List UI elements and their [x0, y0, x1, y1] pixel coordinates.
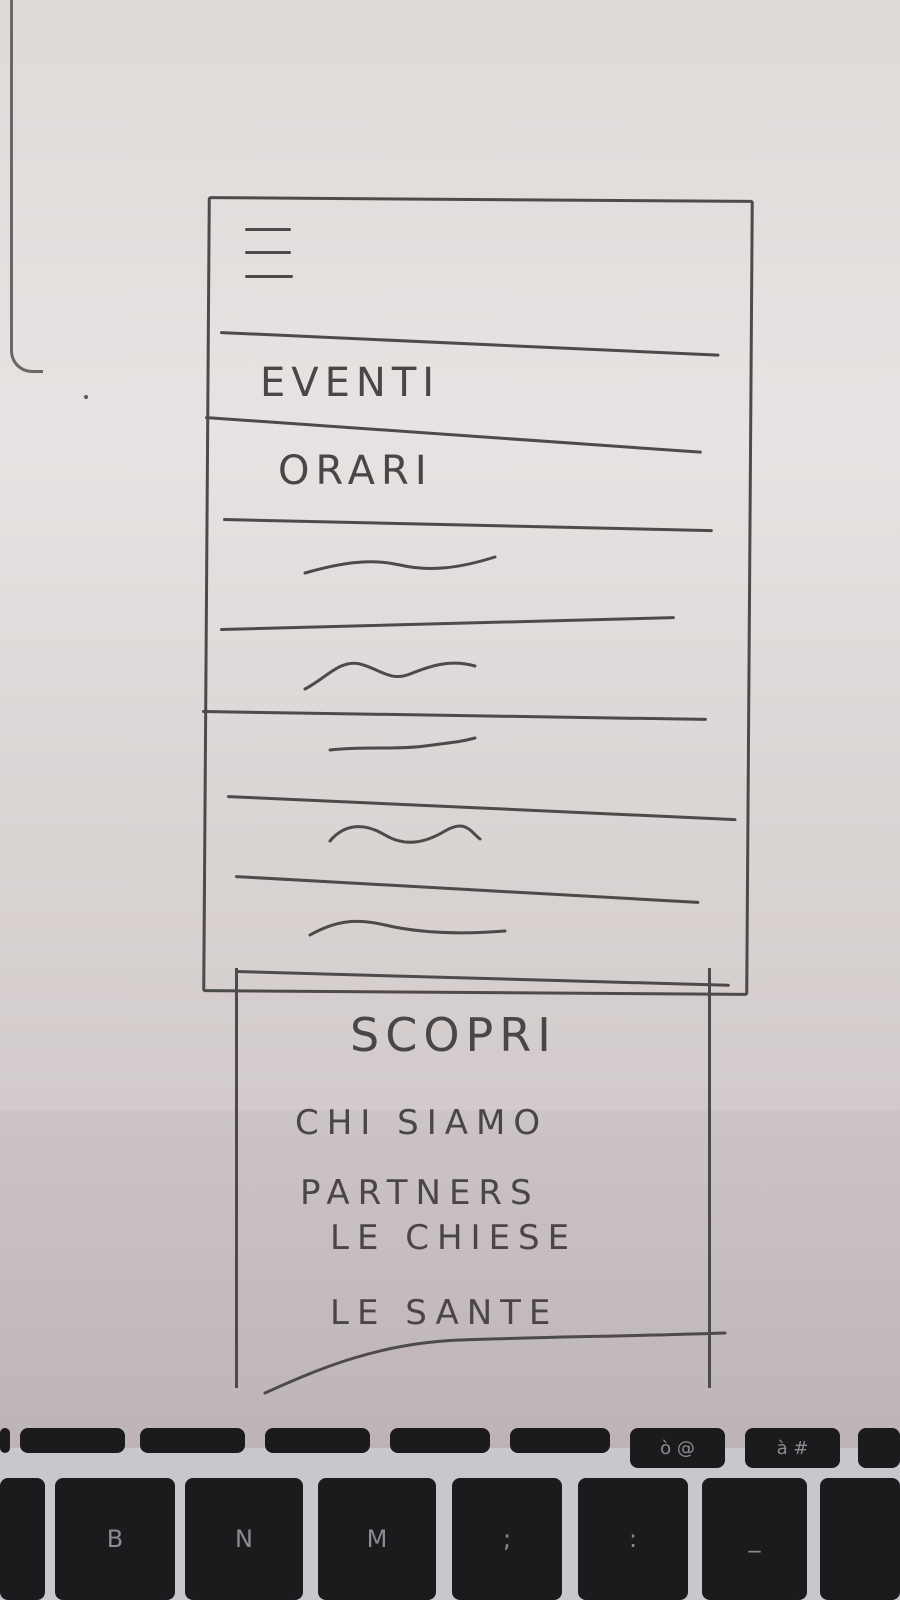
keyboard-key [265, 1428, 370, 1453]
key-label: : [628, 1525, 638, 1553]
keyboard-key [510, 1428, 610, 1453]
placeholder-text-squiggle [328, 736, 477, 752]
footer-link-le-sante[interactable]: LE SANTE [330, 1293, 559, 1333]
pencil-dot [84, 395, 88, 399]
footer-section [235, 968, 711, 1388]
placeholder-text-squiggle [308, 919, 507, 937]
placeholder-text-squiggle [328, 824, 482, 844]
paper-sheet [0, 0, 900, 1450]
mobile-menu-wireframe: EVENTI ORARI SCOPRI CHI SIAMO PARTNERS L… [201, 196, 760, 1398]
menu-item-label: ORARI [278, 448, 433, 494]
footer-title: SCOPRI [350, 1008, 557, 1062]
footer-bottom-edge [263, 1331, 727, 1395]
menu-item-placeholder[interactable] [210, 718, 730, 793]
keyboard-key [0, 1478, 45, 1600]
keyboard-key-underscore: _ [702, 1478, 807, 1600]
key-label: M [366, 1525, 388, 1553]
keyboard-key-b: B [55, 1478, 175, 1600]
menu-item-placeholder[interactable] [210, 636, 730, 711]
keyboard-key-semicolon: ; [452, 1478, 562, 1600]
key-label: ; [502, 1525, 512, 1553]
key-label: ò @ [660, 1437, 695, 1459]
paper-edge-sketch [10, 0, 43, 373]
placeholder-text-squiggle [303, 555, 497, 575]
menu-item-placeholder[interactable] [210, 803, 730, 878]
footer-link-le-chiese[interactable]: LE CHIESE [330, 1218, 578, 1258]
menu-item-label: EVENTI [260, 360, 441, 406]
keyboard-key-m: M [318, 1478, 436, 1600]
laptop-keyboard: ò @ à # B N M ; : _ [0, 1428, 900, 1600]
keyboard-key [858, 1428, 900, 1468]
keyboard-key [820, 1478, 900, 1600]
keyboard-key: ò @ [630, 1428, 725, 1468]
menu-item-placeholder[interactable] [210, 888, 730, 968]
placeholder-text-squiggle [303, 661, 477, 691]
hamburger-line-icon [245, 275, 293, 278]
menu-item-eventi[interactable]: EVENTI [210, 338, 730, 418]
keyboard-key-n: N [185, 1478, 303, 1600]
keyboard-key [20, 1428, 125, 1453]
keyboard-key [390, 1428, 490, 1453]
hamburger-line-icon [245, 228, 291, 231]
keyboard-key: à # [745, 1428, 840, 1468]
menu-item-orari[interactable]: ORARI [210, 428, 730, 518]
key-label: à # [776, 1437, 809, 1459]
footer-link-chi-siamo[interactable]: CHI SIAMO [295, 1103, 549, 1143]
paper-fold-shadow [0, 1110, 900, 1450]
keyboard-key [0, 1428, 10, 1453]
hamburger-line-icon [245, 251, 291, 254]
menu-item-placeholder[interactable] [210, 528, 730, 623]
keyboard-key [140, 1428, 245, 1453]
keyboard-key-colon: : [578, 1478, 688, 1600]
footer-link-partners[interactable]: PARTNERS [300, 1173, 540, 1213]
hamburger-menu-button[interactable] [245, 223, 295, 283]
key-label: _ [748, 1525, 761, 1553]
key-label: B [106, 1525, 124, 1553]
key-label: N [235, 1525, 253, 1553]
